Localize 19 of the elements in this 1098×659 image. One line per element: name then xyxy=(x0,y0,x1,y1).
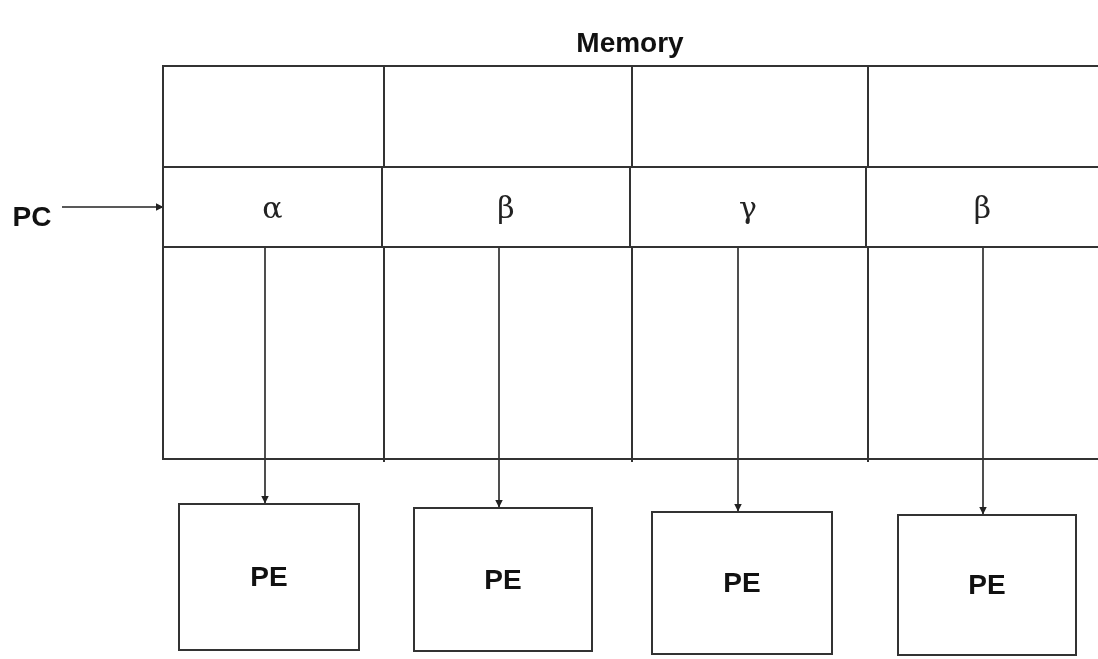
memory-title: Memory xyxy=(576,26,684,60)
pe-label: PE xyxy=(250,561,288,593)
cell-symbol: β xyxy=(497,189,515,225)
cell-symbol: β xyxy=(973,189,992,225)
pe-label: PE xyxy=(484,563,522,596)
arrow xyxy=(261,247,269,504)
pe-label: PE xyxy=(968,569,1006,601)
cell-symbol: α xyxy=(262,189,283,225)
arrow xyxy=(979,247,987,515)
cell-symbol: γ xyxy=(739,189,757,225)
processing-element-box xyxy=(897,514,1077,656)
arrow xyxy=(734,247,742,512)
pc-label: PC xyxy=(12,201,52,233)
processing-element-box xyxy=(651,511,833,655)
arrow xyxy=(61,203,164,211)
arrow xyxy=(495,247,503,508)
processing-element-box xyxy=(178,503,360,651)
processing-element-box xyxy=(413,507,593,652)
pe-label: PE xyxy=(723,567,761,599)
